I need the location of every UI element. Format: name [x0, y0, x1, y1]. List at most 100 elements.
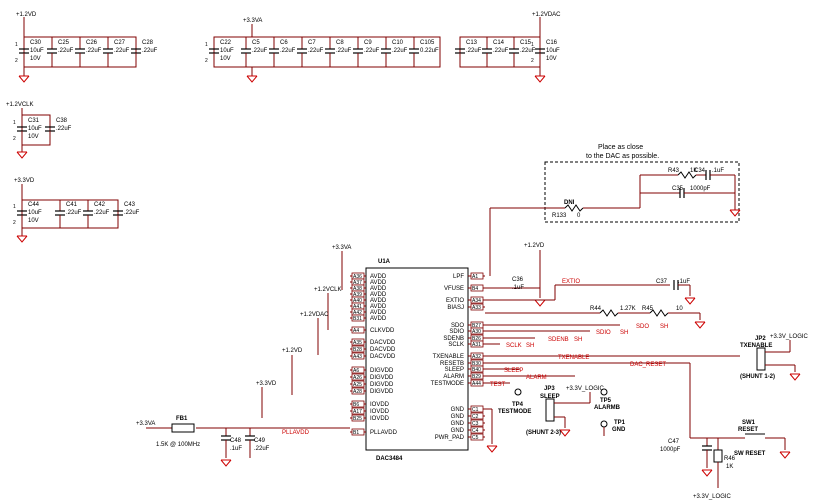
part-val: .1uF: [512, 285, 524, 291]
left-supply-wires: [146, 251, 350, 433]
pin-number: A37: [353, 280, 362, 286]
chip-name: DAC3484: [376, 456, 403, 462]
cap-ref: C16: [546, 40, 558, 46]
part-ref: C35: [672, 186, 684, 192]
net-label: EXTIO: [562, 279, 580, 285]
rail-label: +3.3V_LOGIC: [693, 494, 732, 500]
cap-ref: C9: [364, 40, 372, 46]
cap-value: .22uF: [280, 48, 296, 54]
pin-number: A1: [472, 274, 478, 280]
cap-ref: C5: [252, 40, 260, 46]
part-ref: R44: [590, 306, 602, 312]
cap-ref: C13: [466, 40, 478, 46]
testpoints: [514, 388, 608, 436]
pin-name: TESTMODE: [431, 381, 464, 387]
cap-value: .22uF: [493, 48, 509, 54]
pin-number: B30: [472, 361, 481, 367]
cap-value: .22uF: [308, 48, 324, 54]
pin-name: TXENABLE: [433, 354, 464, 360]
cap-value: 10uF: [28, 126, 42, 132]
pin-number: A4: [353, 328, 359, 334]
rail-label: +3.3VA: [332, 245, 351, 251]
pin-number: A33: [472, 305, 481, 311]
pin-name: IOVDD: [370, 416, 390, 422]
part-ref: R133: [552, 213, 567, 219]
cap-voltage: 10V: [28, 218, 39, 224]
pin-number: C4: [472, 428, 479, 434]
pin-number: A34: [472, 298, 481, 304]
part-ref: C37: [656, 279, 668, 285]
pin-name: AVDD: [370, 292, 387, 298]
rail-label: +3.3VD: [14, 178, 35, 184]
part-val: 1000pF: [660, 447, 681, 453]
pin-number: B6: [353, 402, 359, 408]
pin-name: DIGVDD: [370, 375, 394, 381]
cap-ref: C38: [56, 118, 68, 124]
chip-right-pins: A1LPFB4VFUSEA34EXTIOA33BIASJB27SDOA30SDI…: [431, 272, 485, 441]
pin-number: B40: [472, 367, 481, 373]
pin-number: A32: [472, 354, 481, 360]
pin-number: B27: [472, 323, 481, 329]
pin-name: PLLAVDD: [370, 430, 398, 436]
part-shunt: (SHUNT 1-2): [740, 374, 775, 380]
net-label: SH: [620, 330, 628, 336]
cap-value: .22uF: [466, 48, 482, 54]
pin-number: A36: [353, 274, 362, 280]
part-ref: C47: [668, 439, 680, 445]
cap-ref: C41: [66, 202, 78, 208]
dac3484-body: [365, 267, 469, 451]
cap-ref: C44: [28, 202, 40, 208]
pin-name: VFUSE: [444, 286, 464, 292]
cap-pin: 1: [205, 42, 208, 48]
part-ref: C36: [512, 277, 524, 283]
net-label: SDO: [636, 324, 649, 330]
pin-name: GND: [451, 414, 465, 420]
rail-label: +3.3VA: [136, 421, 155, 427]
cap-ref: C25: [58, 40, 70, 46]
net-label: SH: [526, 343, 534, 349]
cap-ref: C43: [124, 202, 136, 208]
net-label: SLEEP: [504, 368, 523, 374]
cap-group-2: +3.3VA: [213, 18, 441, 83]
cap-row-2: C2210uF10V12C5.22uFC6.22uFC7.22uFC8.22uF…: [205, 37, 439, 67]
right-nets: [485, 250, 740, 453]
cap-value: .22uF: [364, 48, 380, 54]
cap-voltage: 10V: [220, 56, 231, 62]
part-ref: FB1: [176, 416, 188, 422]
pin-number: A40: [353, 298, 362, 304]
note-box: [544, 161, 740, 223]
cap-value: .22uF: [142, 48, 158, 54]
pin-number: C2: [472, 414, 479, 420]
rail-label: +3.3VD: [256, 381, 277, 387]
part-val: .1uF: [678, 279, 690, 285]
pin-name: RESETB: [440, 361, 464, 367]
rail-label: +1.2VD: [282, 348, 303, 354]
part-ref: R45: [642, 306, 654, 312]
rail-label: +3.3V_LOGIC: [566, 386, 605, 392]
pin-name: AVDD: [370, 310, 387, 316]
part-val: 1K: [690, 168, 697, 174]
cap-value: .22uF: [124, 210, 140, 216]
part-val: .1uF: [230, 446, 242, 452]
part-val: 0: [577, 213, 581, 219]
pin-number: A35: [353, 340, 362, 346]
net-label: SH: [660, 324, 668, 330]
pin-number: B25: [353, 416, 362, 422]
net-label: SDENB: [548, 337, 569, 343]
cap-value: .22uF: [114, 48, 130, 54]
pin-number: A41: [353, 304, 362, 310]
net-label: SCLK: [506, 343, 522, 349]
pin-name: SDENB: [443, 336, 464, 342]
chip-ref: U1A: [378, 259, 391, 265]
cap-value: .22uF: [252, 48, 268, 54]
cap-ref: C15: [520, 40, 532, 46]
cap-pin: 1: [13, 120, 16, 126]
rail-label: +1.2VD: [524, 243, 545, 249]
part-label: SW RESET: [734, 451, 766, 457]
part-name: TXENABLE: [740, 343, 772, 349]
cap-value: 0.22uF: [420, 48, 439, 54]
part-ref: TP1: [614, 420, 626, 426]
